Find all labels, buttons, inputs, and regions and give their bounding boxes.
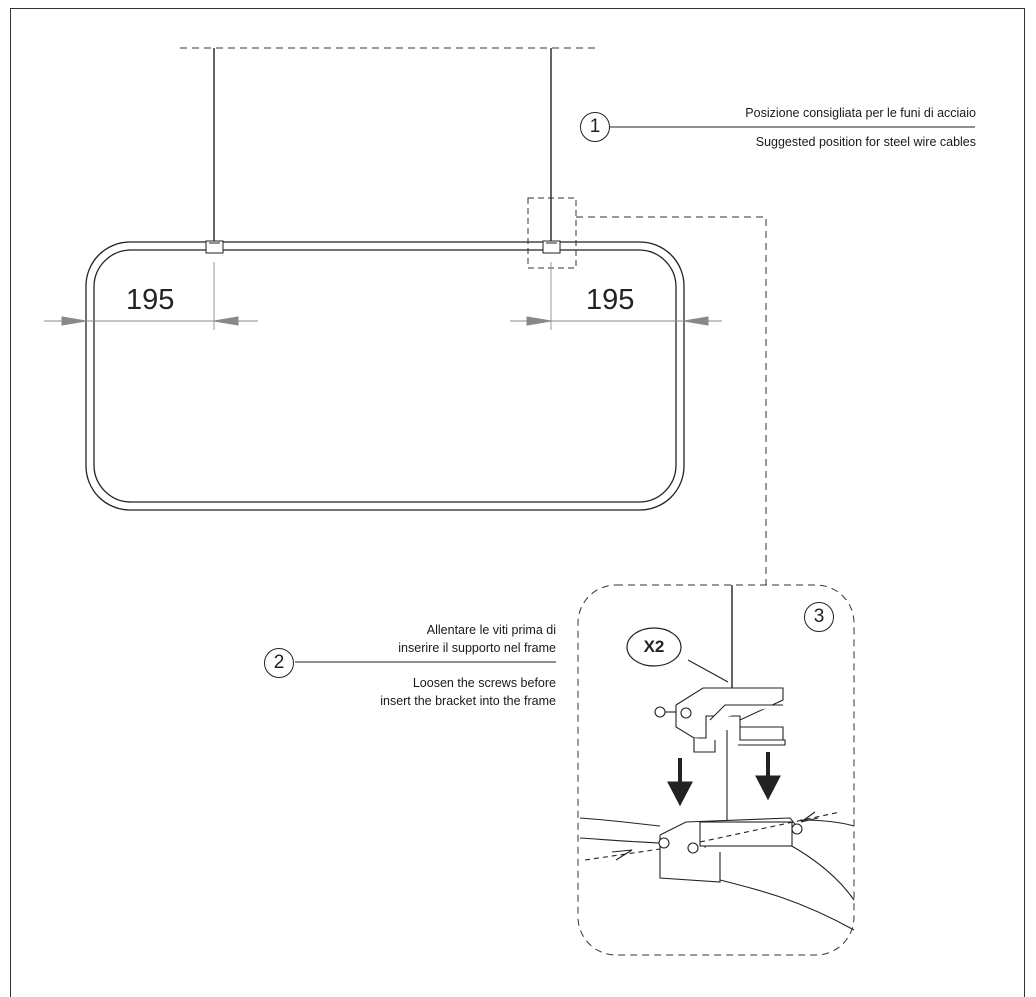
quantity-badge-outline	[626, 627, 682, 667]
bracket-left	[205, 240, 224, 254]
quantity-badge-label: X2	[643, 637, 665, 656]
bracket-right	[542, 240, 561, 254]
callout-2-text-en-line2: insert the bracket into the frame	[380, 694, 556, 708]
dimension-right-value: 195	[586, 284, 635, 316]
detail-3-drawing	[579, 585, 855, 931]
insert-arrows	[667, 752, 781, 807]
bracket-upper	[654, 687, 786, 753]
drawing-border	[10, 8, 1025, 997]
detail-leader-line	[576, 216, 767, 585]
callout-1-text-en: Suggested position for steel wire cables	[755, 135, 976, 149]
detail-marker-box	[527, 197, 577, 269]
bracket-lower	[658, 817, 803, 883]
dimension-left	[44, 262, 258, 330]
dimension-right	[510, 262, 722, 330]
frame-outline	[85, 241, 685, 511]
dimension-left-value: 195	[126, 284, 175, 316]
callout-3-number: 3	[804, 602, 834, 632]
detail-3-box	[577, 584, 855, 956]
callout-2-text-it-line1: Allentare le viti prima di	[426, 623, 556, 637]
callout-2-number: 2	[264, 648, 294, 678]
callout-2-text-it-line2: inserire il supporto nel frame	[398, 641, 556, 655]
callout-1-number: 1	[580, 112, 610, 142]
callout-2-text-en-line1: Loosen the screws before	[412, 676, 556, 690]
callout-1-text-it: Posizione consigliata per le funi di acc…	[745, 106, 976, 120]
